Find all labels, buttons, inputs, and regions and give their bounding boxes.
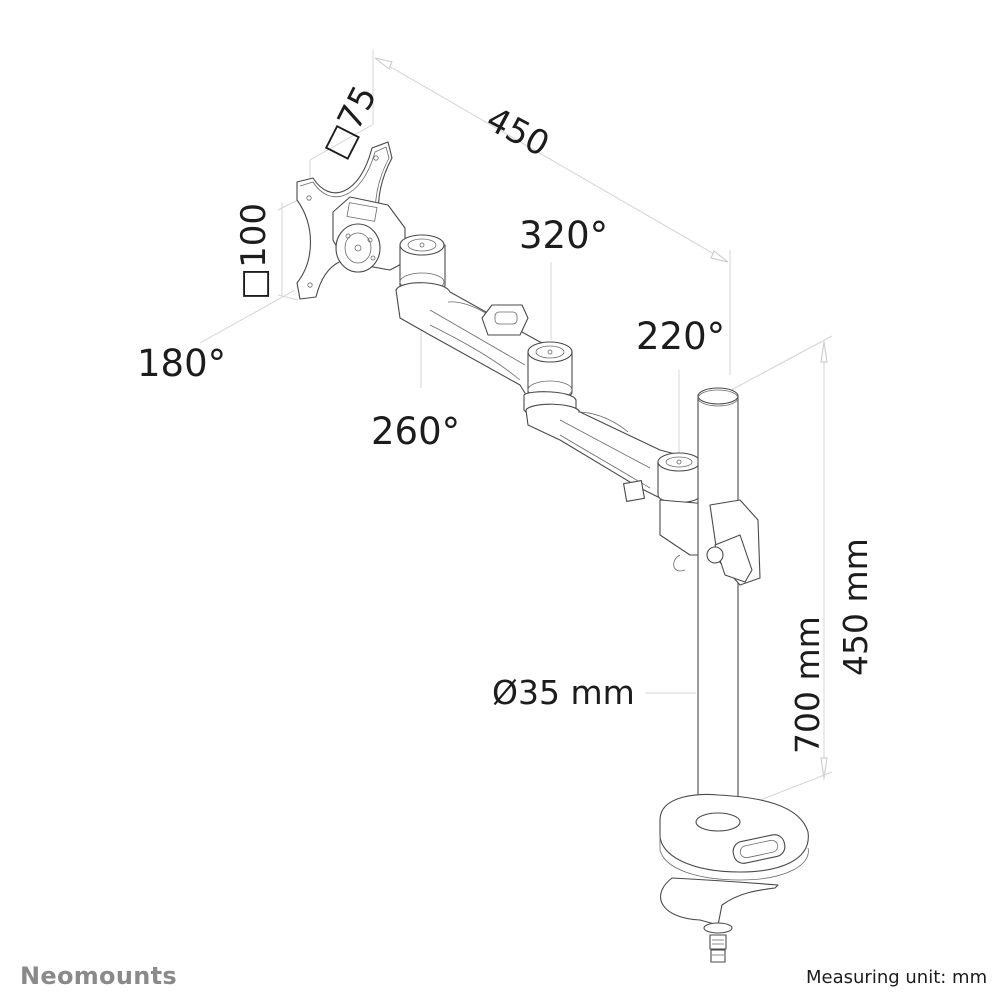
brand-logo: Neomounts [20, 962, 177, 990]
vesa-100-label: □100 [234, 202, 274, 300]
tilt-head [332, 196, 406, 273]
measuring-unit-note: Measuring unit: mm [806, 967, 988, 988]
clamp-base [659, 793, 809, 881]
upper-arm [395, 282, 571, 399]
tilt-rotation-label: 180° [137, 342, 227, 385]
height-lock-lever [673, 499, 761, 586]
lower-arm [525, 403, 691, 502]
base-rotation-label: 220° [636, 315, 726, 358]
pole-height-label: 700 mm [788, 616, 827, 754]
max-height-label: 450 mm [836, 538, 875, 676]
pole [697, 387, 739, 832]
dimension-lines [199, 50, 833, 809]
head-rotation-label: 320° [519, 214, 609, 257]
mid-rotation-label: 260° [371, 410, 461, 453]
pole-diameter-label: Ø35 mm [492, 673, 635, 712]
desk-clamp [660, 877, 779, 963]
head-joint [399, 234, 446, 293]
